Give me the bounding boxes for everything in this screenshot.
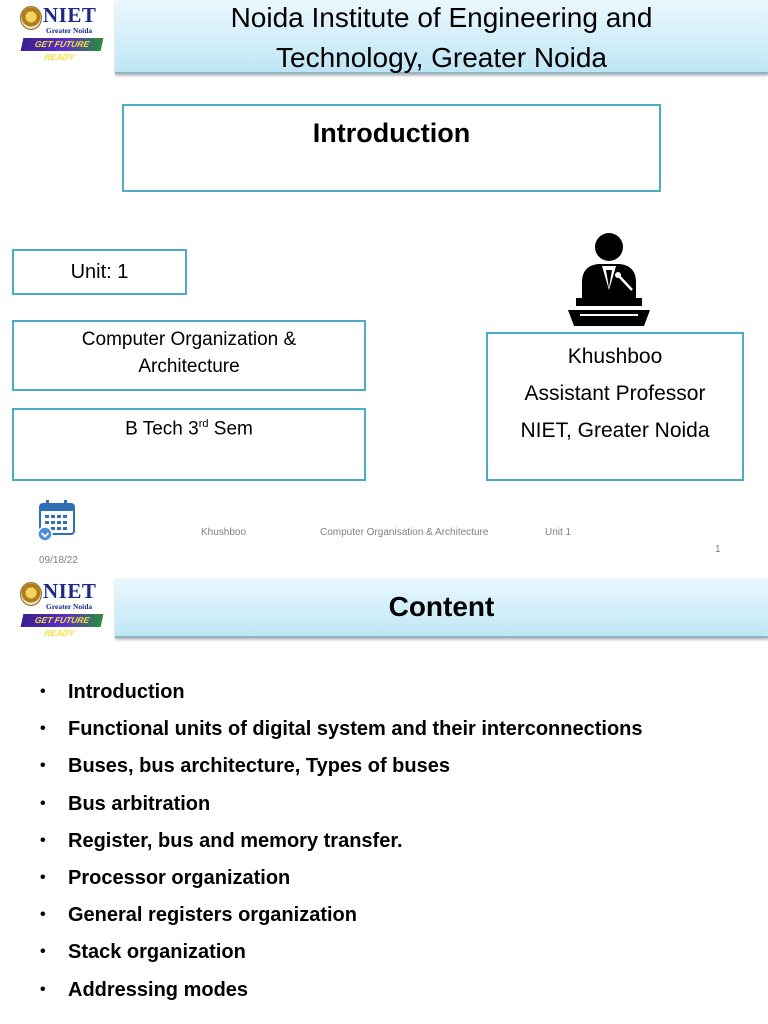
page-number: 1 xyxy=(715,544,721,555)
slide-2: NIET Greater Noida GET FUTURE READY Cont… xyxy=(0,574,768,1024)
speaker-podium-icon xyxy=(568,233,650,326)
list-item: •Buses, bus architecture, Types of buses xyxy=(40,755,450,778)
program-prefix: B Tech 3 xyxy=(125,418,199,440)
content-title: Content xyxy=(115,578,768,638)
calendar-icon xyxy=(37,500,75,542)
content-list: •Introduction •Functional units of digit… xyxy=(40,677,643,1012)
list-item: •Addressing modes xyxy=(40,978,249,1001)
course-name: Computer Organization & Architecture xyxy=(12,320,366,391)
footer-author: Khushboo xyxy=(201,527,247,538)
list-item: •Bus arbitration xyxy=(40,792,211,815)
presenter-designation: Assistant Professor xyxy=(524,382,706,405)
course-name-line2: Architecture xyxy=(138,356,240,377)
presenter-name: Khushboo xyxy=(567,345,663,368)
slide-1: NIET Greater Noida GET FUTURE READY Noid… xyxy=(12,0,768,566)
list-item: •Functional units of digital system and … xyxy=(40,718,643,741)
footer-date: 09/18/22 xyxy=(39,555,78,566)
niet-logo: NIET Greater Noida GET FUTURE READY xyxy=(18,3,104,62)
presenter-card: Khushboo Assistant Professor NIET, Great… xyxy=(486,332,744,481)
institute-title-line1: Noida Institute of Engineering and xyxy=(230,2,653,33)
list-item: •Introduction xyxy=(40,681,185,703)
list-item: •Stack organization xyxy=(40,941,246,964)
footer-unit: Unit 1 xyxy=(545,527,572,538)
program-suffix: Sem xyxy=(208,418,253,440)
seal-icon xyxy=(20,6,42,30)
course-name-line1: Computer Organization & xyxy=(81,329,297,350)
program-semester: B Tech 3rd Sem xyxy=(12,408,366,481)
program-ordinal: rd xyxy=(198,418,209,430)
list-item: •Processor organization xyxy=(40,866,291,889)
list-item: •General registers organization xyxy=(40,904,357,927)
footer-course: Computer Organisation & Architecture xyxy=(320,527,489,538)
seal-icon xyxy=(20,582,42,606)
unit-label: Unit: 1 xyxy=(12,249,187,295)
list-item: •Register, bus and memory transfer. xyxy=(40,829,403,852)
presenter-institution: NIET, Greater Noida xyxy=(520,419,710,442)
slide-heading: Introduction xyxy=(122,104,661,192)
niet-logo: NIET Greater Noida GET FUTURE READY xyxy=(18,579,104,638)
institute-title: Noida Institute of Engineering and Techn… xyxy=(115,0,768,74)
institute-title-line2: Technology, Greater Noida xyxy=(276,42,607,73)
